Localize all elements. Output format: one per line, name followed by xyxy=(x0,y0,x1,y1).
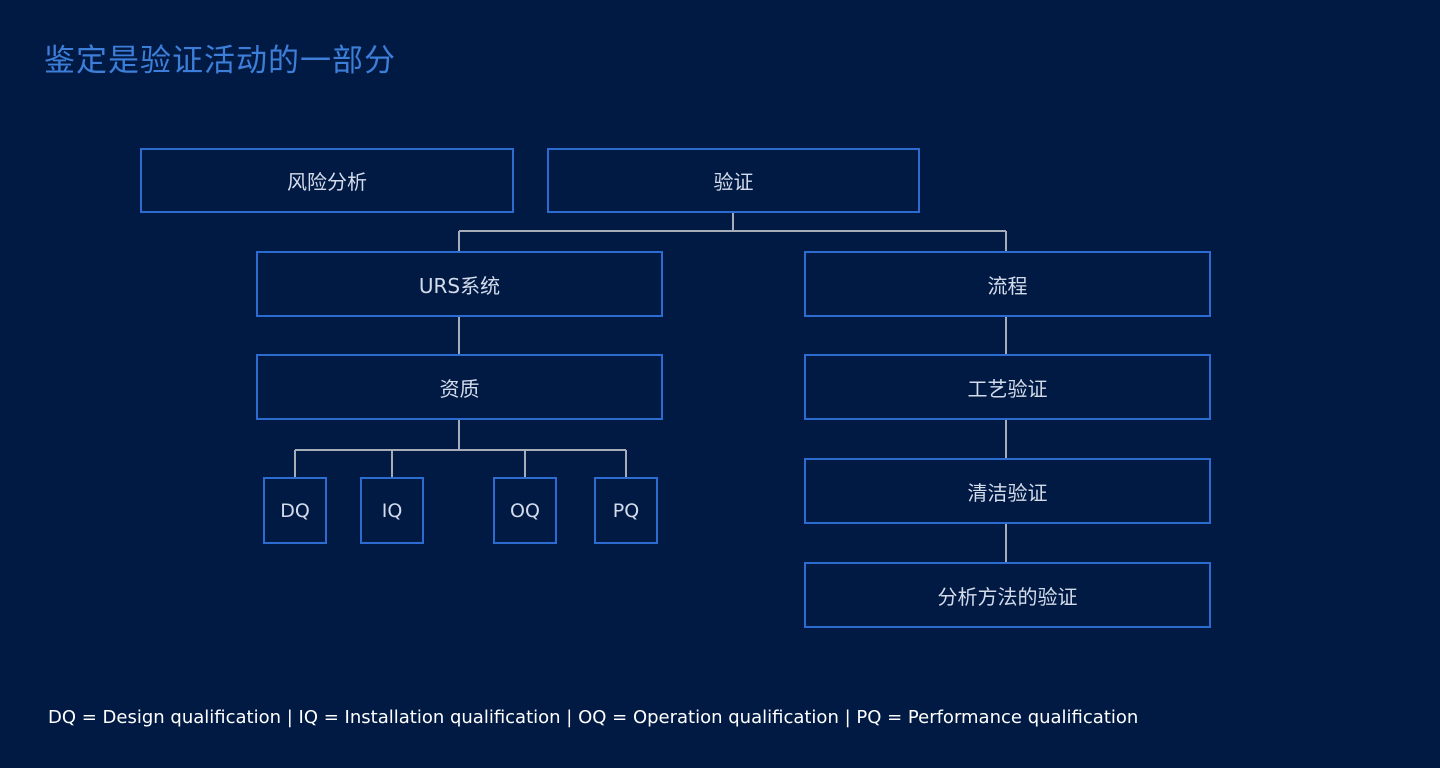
pq-box: PQ xyxy=(594,477,658,544)
slide-title: 鉴定是验证活动的一部分 xyxy=(44,43,396,79)
process-validation-box: 工艺验证 xyxy=(804,354,1211,420)
oq-box: OQ xyxy=(493,477,557,544)
urs-system-box: URS系统 xyxy=(256,251,663,317)
dq-box: DQ xyxy=(263,477,327,544)
validation-box: 验证 xyxy=(547,148,920,213)
process-box: 流程 xyxy=(804,251,1211,317)
abbreviation-footnote: DQ = Design qualification | IQ = Install… xyxy=(48,707,1139,728)
qualification-box: 资质 xyxy=(256,354,663,420)
risk-analysis-box: 风险分析 xyxy=(140,148,514,213)
cleaning-validation-box: 清洁验证 xyxy=(804,458,1211,524)
iq-box: IQ xyxy=(360,477,424,544)
analytical-method-validation-box: 分析方法的验证 xyxy=(804,562,1211,628)
